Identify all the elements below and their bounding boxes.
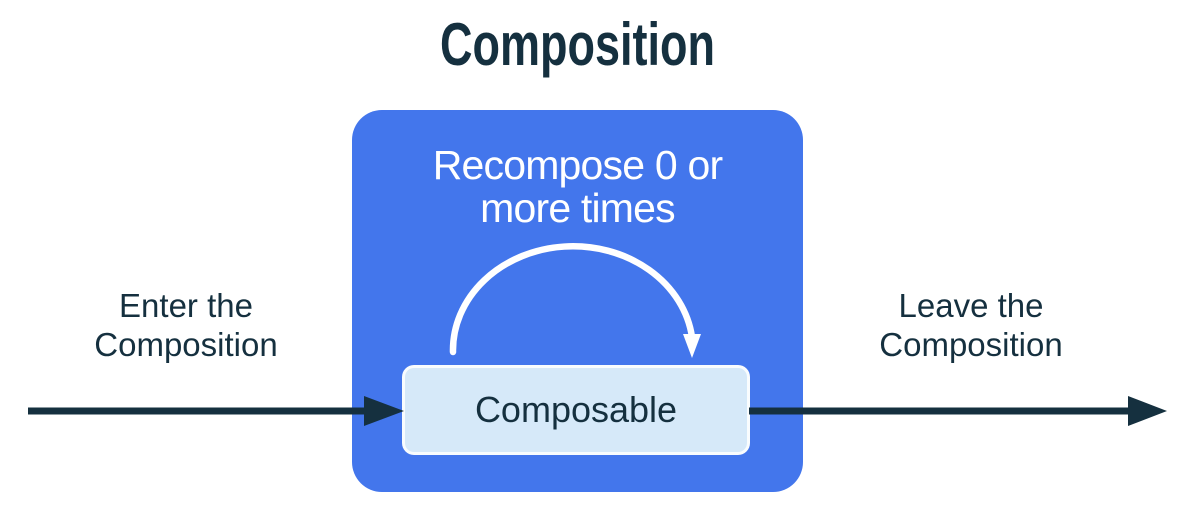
enter-label: Enter the Composition <box>36 286 336 364</box>
enter-label-line2: Composition <box>94 326 278 363</box>
recompose-label: Recompose 0 or more times <box>352 144 803 230</box>
leave-label: Leave the Composition <box>821 286 1121 364</box>
leave-arrow <box>749 396 1167 426</box>
recompose-label-line1: Recompose 0 or <box>432 142 723 188</box>
composable-box: Composable <box>402 365 750 455</box>
composable-label: Composable <box>474 389 678 430</box>
leave-label-line1: Leave the <box>898 287 1044 324</box>
enter-arrow <box>28 396 404 426</box>
page-title: Composition <box>440 11 715 78</box>
recompose-label-line2: more times <box>480 185 676 231</box>
enter-label-line1: Enter the <box>119 287 253 324</box>
leave-arrow-head-icon <box>1128 396 1167 426</box>
leave-label-line2: Composition <box>879 326 1063 363</box>
